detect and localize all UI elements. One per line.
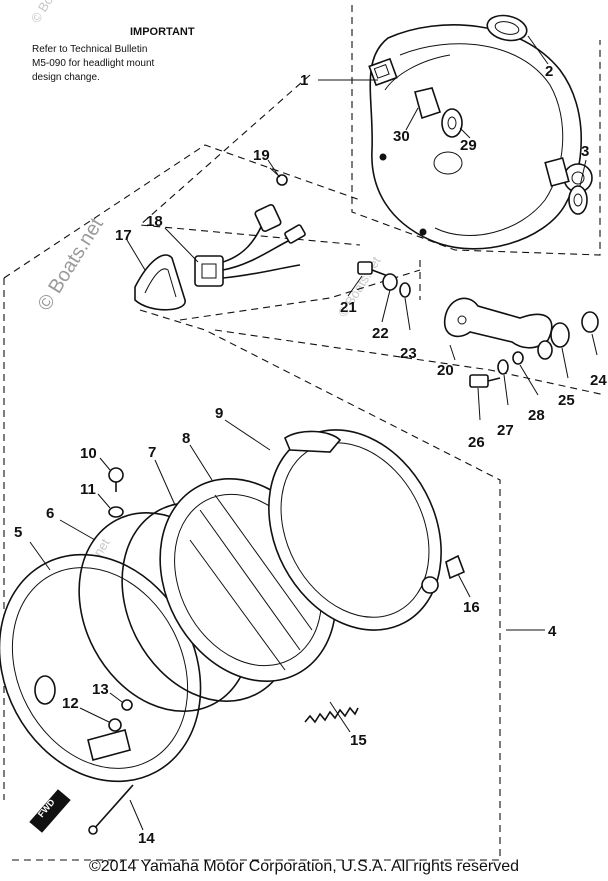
spring-part-15	[304, 706, 359, 724]
headlight-housing	[368, 24, 593, 250]
callout-9: 9	[215, 405, 223, 422]
callout-28: 28	[528, 407, 545, 424]
rim-part-5	[0, 553, 202, 783]
copyright-notice: ©2014 Yamaha Motor Corporation, U.S.A. A…	[88, 858, 520, 875]
callout-21: 21	[340, 299, 357, 316]
callout-1: 1	[300, 72, 308, 89]
callout-numbers: 1 2 3 4 5 6 7 8 9 10 11 12 13 14 15 16 1…	[14, 63, 607, 847]
washer-part-11	[108, 506, 124, 518]
callout-25: 25	[558, 392, 575, 409]
callout-18: 18	[146, 213, 163, 230]
callout-5: 5	[14, 524, 22, 541]
note-line-1: Refer to Technical Bulletin	[32, 44, 147, 55]
callout-22: 22	[372, 325, 389, 342]
callout-8: 8	[182, 430, 190, 447]
callout-14: 14	[138, 830, 155, 847]
callout-7: 7	[148, 444, 156, 461]
callout-19: 19	[253, 147, 270, 164]
socket-part-18	[194, 203, 306, 287]
note-line-3: design change.	[32, 72, 100, 83]
callout-2: 2	[545, 63, 553, 80]
callout-4: 4	[548, 623, 557, 640]
screw-part-12	[108, 718, 122, 732]
bolt-washer-parts-21-23	[357, 261, 411, 298]
callout-10: 10	[80, 445, 97, 462]
callout-23: 23	[400, 345, 417, 362]
callout-17: 17	[115, 227, 132, 244]
nut-part-16	[445, 554, 466, 580]
screw-part-19	[269, 167, 288, 186]
watermark-repeat-4: © Boats.net	[28, 0, 77, 26]
grommet-part-3	[568, 185, 588, 215]
fwd-arrow-icon: FWD	[29, 789, 71, 833]
callout-15: 15	[350, 732, 367, 749]
important-note: IMPORTANT Refer to Technical Bulletin M5…	[32, 26, 195, 83]
callout-16: 16	[463, 599, 480, 616]
note-title: IMPORTANT	[130, 26, 195, 38]
rubber-boot-part-17	[134, 254, 186, 311]
callout-24: 24	[590, 372, 607, 389]
bracket-part-20	[444, 297, 553, 349]
adjust-screw-part-14	[88, 784, 134, 835]
callout-27: 27	[497, 422, 514, 439]
group-outlines	[3, 5, 606, 861]
screw-part-10	[108, 467, 124, 492]
callout-20: 20	[437, 362, 454, 379]
callout-29: 29	[460, 137, 477, 154]
callout-13: 13	[92, 681, 109, 698]
callout-12: 12	[62, 695, 79, 712]
callout-6: 6	[46, 505, 54, 522]
callout-30: 30	[393, 128, 410, 145]
watermark-main: © Boats.net	[34, 214, 108, 315]
mount-hardware-parts-24-28	[469, 311, 599, 388]
callout-26: 26	[468, 434, 485, 451]
knob-parts-29-30	[414, 87, 463, 138]
callout-11: 11	[80, 481, 96, 498]
callout-3: 3	[581, 143, 589, 160]
note-line-2: M5-090 for headlight mount	[32, 58, 155, 69]
grommet-part-2	[486, 14, 528, 42]
headlight-body-part-9	[268, 429, 442, 631]
washer-part-13	[121, 699, 133, 711]
leader-lines	[29, 35, 598, 831]
